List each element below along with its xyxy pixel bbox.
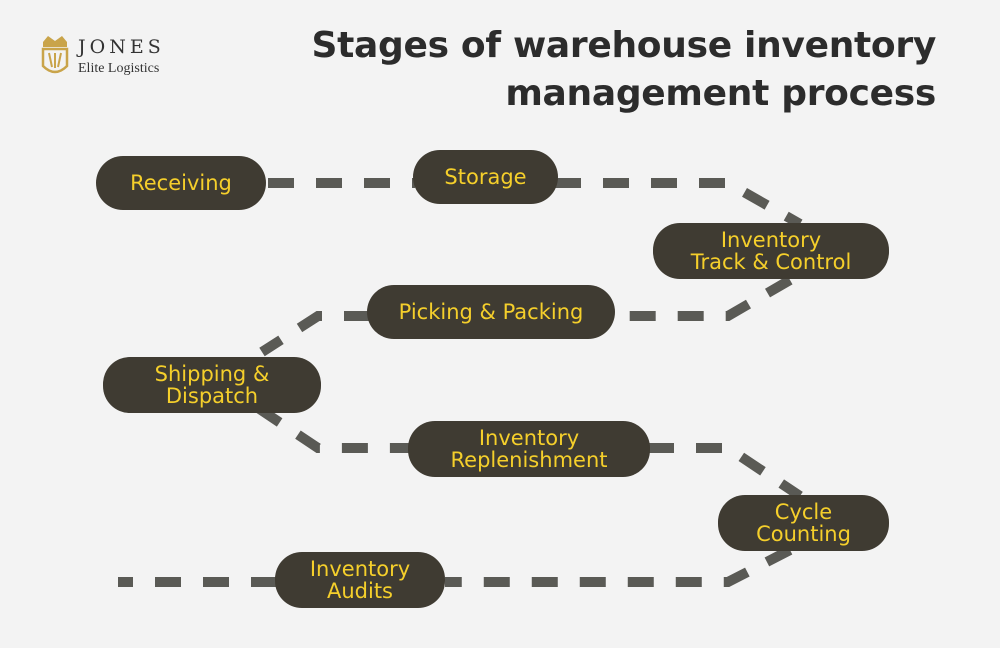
diagram-title: Stages of warehouse inventory management… — [236, 22, 936, 118]
stage-inventory-replenishment: Inventory Replenishment — [408, 421, 650, 477]
stage-inventory-audits: Inventory Audits — [275, 552, 445, 608]
stage-receiving: Receiving — [96, 156, 266, 210]
stage-label: Receiving — [130, 171, 232, 195]
connector-track-picking — [612, 275, 793, 321]
stage-label: Inventory Replenishment — [450, 426, 608, 472]
title-text: Stages of warehouse inventory management… — [311, 25, 936, 114]
crown-shield-icon — [41, 36, 69, 74]
connector-shipping-replenishment — [255, 403, 410, 453]
stage-label: Inventory Audits — [309, 557, 411, 603]
connector-storage-track — [555, 178, 803, 229]
brand-logo: JONES Elite Logistics — [40, 34, 190, 82]
stage-inventory-track-control: Inventory Track & Control — [653, 223, 889, 279]
stage-storage: Storage — [413, 150, 558, 204]
stage-cycle-counting: Cycle Counting — [718, 495, 889, 551]
connector-replenishment-cycle — [648, 443, 803, 501]
stage-label: Storage — [444, 165, 527, 189]
stage-label: Shipping & Dispatch — [154, 362, 270, 408]
stage-label: Inventory Track & Control — [690, 228, 852, 274]
brand-name: JONES — [78, 36, 165, 58]
connector-picking-shipping — [259, 311, 370, 357]
stage-picking-packing: Picking & Packing — [367, 285, 615, 339]
connector-cycle-audits — [445, 545, 793, 587]
stage-label: Picking & Packing — [398, 300, 584, 324]
brand-tagline: Elite Logistics — [78, 61, 160, 76]
stage-shipping-dispatch: Shipping & Dispatch — [103, 357, 321, 413]
stage-label: Cycle Counting — [756, 500, 851, 546]
